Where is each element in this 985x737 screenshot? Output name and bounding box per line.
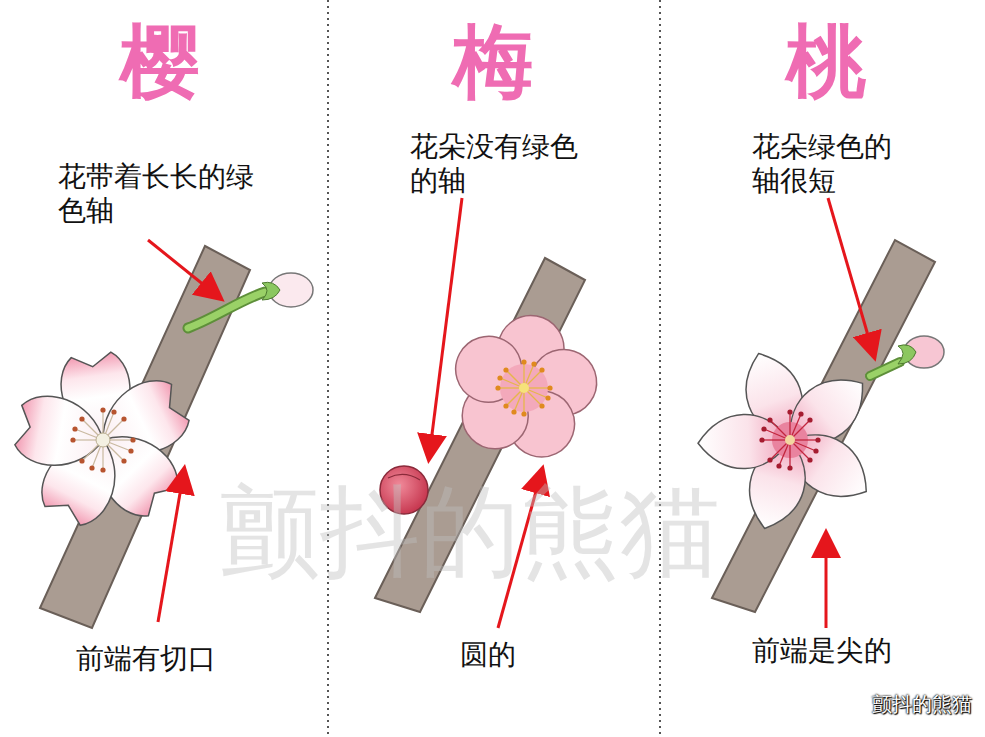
stamens	[498, 362, 550, 414]
callout-text-holder: 花朵绿色的轴很短	[752, 130, 903, 198]
callout-text: 前端有切口	[76, 642, 216, 676]
callout-text: 前端是尖的	[752, 634, 892, 668]
bud-sepal	[262, 282, 280, 300]
stamens	[762, 412, 818, 468]
leader-arrow	[148, 240, 220, 298]
watermark: 颤抖的熊猫	[220, 482, 720, 582]
leader-arrow	[158, 470, 184, 622]
column-heading-holder: 樱	[120, 22, 200, 102]
leader-arrow	[825, 534, 828, 628]
callout-text-holder: 花朵没有绿色的轴	[410, 130, 589, 198]
bud-line	[388, 474, 420, 480]
callout-text: 花带着长长的绿色轴	[58, 160, 265, 228]
leader-arrow	[828, 198, 874, 356]
callout-text-holder: 花带着长长的绿色轴	[58, 160, 265, 228]
callout-text-holder: 圆的	[460, 638, 516, 672]
anthers	[495, 359, 552, 416]
flower-stalk	[870, 362, 900, 376]
column-heading-holder: 桃	[786, 22, 866, 102]
flower-stalk	[188, 292, 265, 328]
flower-center	[96, 433, 110, 447]
flower-stalk	[870, 362, 900, 376]
callout-text: 花朵没有绿色的轴	[410, 130, 589, 198]
anthers	[759, 409, 820, 470]
column-heading-holder: 梅	[453, 22, 533, 102]
flower-center	[519, 383, 529, 393]
flower-center	[785, 435, 795, 445]
stamens	[73, 410, 133, 470]
bud-sepal	[898, 345, 916, 364]
leader-arrow	[429, 198, 462, 458]
anthers	[70, 407, 135, 472]
watermark-holder: 颤抖的熊猫	[220, 482, 720, 582]
column-divider	[659, 0, 661, 737]
column-divider	[327, 0, 329, 737]
column-heading: 樱	[120, 22, 200, 102]
plum-flower	[432, 302, 615, 479]
callout-text-holder: 前端是尖的	[752, 634, 892, 668]
watermark-holder: 颤抖的熊猫	[872, 694, 972, 714]
callout-text: 花朵绿色的轴很短	[752, 130, 903, 198]
column-heading: 桃	[786, 22, 866, 102]
petal	[12, 391, 109, 473]
watermark: 颤抖的熊猫	[872, 694, 972, 714]
flower-stalk	[188, 292, 265, 328]
callout-text-holder: 前端有切口	[76, 642, 216, 676]
callout-text: 圆的	[460, 638, 516, 672]
column-heading: 梅	[453, 22, 533, 102]
